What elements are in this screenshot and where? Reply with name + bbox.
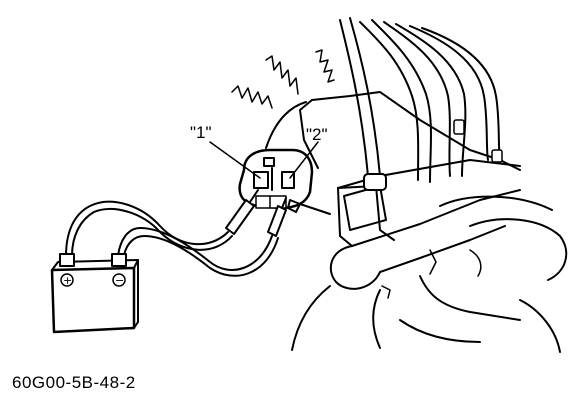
battery-positive-symbol: +	[63, 274, 72, 287]
sensor-connector	[238, 101, 331, 215]
terminal-1-label: "1"	[190, 123, 212, 142]
label-leaders	[209, 141, 319, 179]
ignition-wires	[339, 17, 503, 191]
test-leads	[65, 200, 279, 277]
engine-block	[291, 91, 568, 353]
figure-code: 60G00-5B-48-2	[12, 373, 136, 392]
battery-negative-symbol: −	[115, 274, 124, 287]
zigzag-marks	[231, 49, 335, 109]
test-probes	[225, 189, 287, 237]
battery: + −	[50, 253, 139, 334]
terminal-2-label: "2"	[306, 125, 328, 144]
